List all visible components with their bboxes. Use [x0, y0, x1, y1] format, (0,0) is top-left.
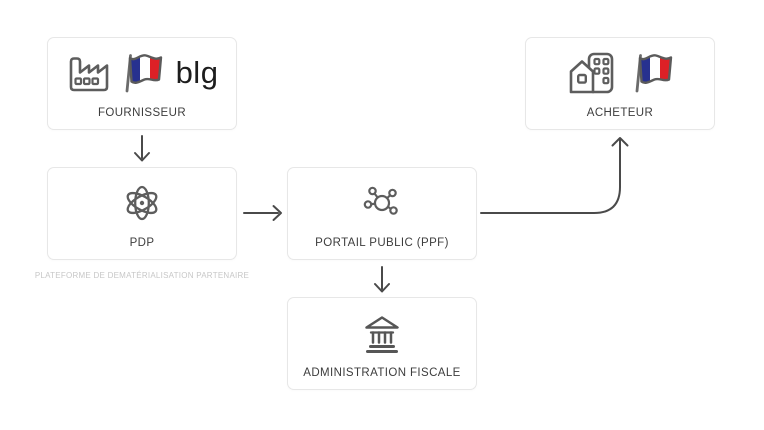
- pdp-caption: PLATEFORME DE DEMATÉRIALISATION PARTENAI…: [34, 271, 250, 280]
- fournisseur-icons: blg: [48, 38, 236, 107]
- blg-logo: blg: [175, 55, 219, 90]
- french-flag-icon: [635, 53, 672, 92]
- node-pdp: PDP: [47, 167, 237, 260]
- edge-ppf-acheteur: [480, 139, 621, 214]
- arrowhead-down-icon: [374, 283, 390, 293]
- node-administration-fiscale: ADMINISTRATION FISCALE: [287, 297, 477, 390]
- node-acheteur: ACHETEUR: [525, 37, 715, 130]
- node-label-pdp: PDP: [129, 237, 155, 249]
- acheteur-icons: [526, 38, 714, 107]
- atom-icon: [126, 185, 158, 220]
- node-portail-public: PORTAIL PUBLIC (PPF): [287, 167, 477, 260]
- node-label-administration-fiscale: ADMINISTRATION FISCALE: [303, 367, 461, 379]
- network-hub-icon: [363, 186, 398, 215]
- arrowhead-right-icon: [272, 205, 282, 221]
- buildings-icon: [569, 52, 613, 93]
- bank-icon: [365, 315, 399, 353]
- arrowhead-up-icon: [611, 137, 629, 147]
- node-fournisseur: blg FOURNISSEUR: [47, 37, 237, 130]
- arrowhead-down-icon: [134, 152, 150, 162]
- af-icons: [288, 298, 476, 367]
- node-label-fournisseur: FOURNISSEUR: [97, 107, 187, 119]
- node-label-acheteur: ACHETEUR: [586, 107, 654, 119]
- factory-icon: [69, 56, 108, 91]
- node-label-portail-public: PORTAIL PUBLIC (PPF): [315, 237, 449, 249]
- french-flag-icon: [125, 53, 162, 92]
- pdp-icons: [48, 168, 236, 237]
- ppf-icons: [288, 168, 476, 237]
